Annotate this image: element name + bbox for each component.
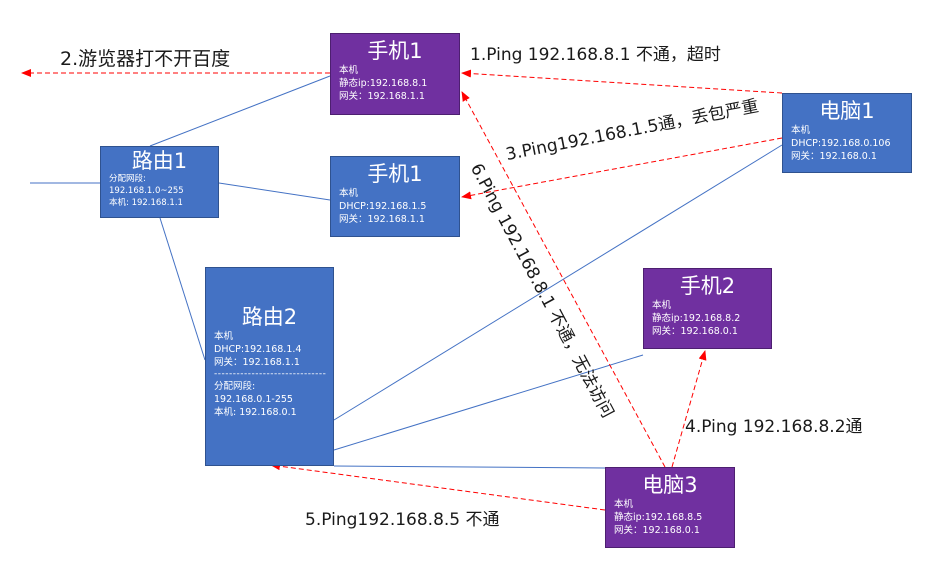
node-info-line: 192.168.1.0~255 xyxy=(109,186,184,196)
node-info-line: 分配网段: xyxy=(109,174,146,184)
node-info-line: 本机 xyxy=(214,331,234,342)
node-title: 手机2 xyxy=(679,274,736,298)
node-title: 手机1 xyxy=(367,162,423,186)
arrow-ping-4 xyxy=(671,350,707,468)
node-info-line: 本机 xyxy=(339,188,359,199)
arrow-ping-5 xyxy=(270,462,606,511)
link-router1-phone1-static xyxy=(149,75,331,147)
link-router1-phone1-dhcp xyxy=(218,182,331,201)
node-info-line: 网关：192.168.1.1 xyxy=(339,91,425,102)
node-phone1-dhcp: 手机1 本机 DHCP:192.168.1.5 网关：192.168.1.1 xyxy=(330,156,460,237)
node-title: 路由2 xyxy=(241,305,298,329)
node-info-line: 网关：192.168.1.1 xyxy=(214,357,300,368)
node-info-line: 网关：192.168.0.1 xyxy=(614,525,700,536)
node-title: 手机1 xyxy=(367,39,423,63)
link-router2-phone2 xyxy=(333,354,644,451)
arrow-ping-6 xyxy=(461,91,666,468)
node-info-line: 静态ip:192.168.8.1 xyxy=(339,78,428,89)
node-info-line: 192.168.0.1-255 xyxy=(214,394,293,405)
node-pc3: 电脑3 本机 静态ip:192.168.8.5 网关：192.168.0.1 xyxy=(605,467,735,548)
node-info-line: 静态ip:192.168.8.2 xyxy=(652,313,741,324)
node-info-line: 网关：192.168.0.1 xyxy=(791,151,877,162)
node-info-line: 本机 xyxy=(339,65,359,76)
node-router2: 路由2 本机 DHCP:192.168.1.4 网关：192.168.1.1 -… xyxy=(205,267,334,466)
node-info-line: 本机: 192.168.1.1 xyxy=(109,198,183,208)
link-router2-pc1 xyxy=(333,144,783,421)
node-info-line: 网关：192.168.1.1 xyxy=(339,214,425,225)
annotation-ping-1: 1.Ping 192.168.8.1 不通，超时 xyxy=(470,45,721,65)
annotation-browser-2: 2.游览器打不开百度 xyxy=(60,48,231,70)
node-phone1-static: 手机1 本机 静态ip:192.168.8.1 网关：192.168.1.1 xyxy=(330,33,460,115)
annotation-ping-5: 5.Ping192.168.8.5 不通 xyxy=(305,510,500,530)
link-router1-router2 xyxy=(159,217,206,361)
node-info-line: DHCP:192.168.1.4 xyxy=(214,344,302,355)
node-info-line: 网关：192.168.0.1 xyxy=(652,326,738,337)
node-info-line: 本机 xyxy=(652,300,672,311)
node-info-line: 本机: 192.168.0.1 xyxy=(214,407,297,418)
node-title: 电脑3 xyxy=(642,473,698,497)
node-title: 电脑1 xyxy=(819,99,875,123)
node-title: 路由1 xyxy=(131,149,188,173)
link-router2-pc3 xyxy=(333,465,606,469)
node-info-line: DHCP:192.168.1.5 xyxy=(339,201,427,212)
node-divider: ------------------------------ xyxy=(214,369,327,379)
arrow-ping-1 xyxy=(461,69,783,94)
node-info-line: 分配网段: xyxy=(214,381,256,392)
node-info-line: 静态ip:192.168.8.5 xyxy=(614,512,703,523)
node-phone2: 手机2 本机 静态ip:192.168.8.2 网关：192.168.0.1 xyxy=(643,268,772,349)
node-info-line: 本机 xyxy=(791,125,811,136)
node-info-line: DHCP:192.168.0.106 xyxy=(791,138,891,149)
node-router1: 路由1 分配网段: 192.168.1.0~255 本机: 192.168.1.… xyxy=(100,146,219,218)
node-info-line: 本机 xyxy=(614,499,634,510)
annotation-ping-4: 4.Ping 192.168.8.2通 xyxy=(685,417,863,437)
node-pc1: 电脑1 本机 DHCP:192.168.0.106 网关：192.168.0.1 xyxy=(782,93,912,173)
arrow-ping-3 xyxy=(461,137,783,200)
